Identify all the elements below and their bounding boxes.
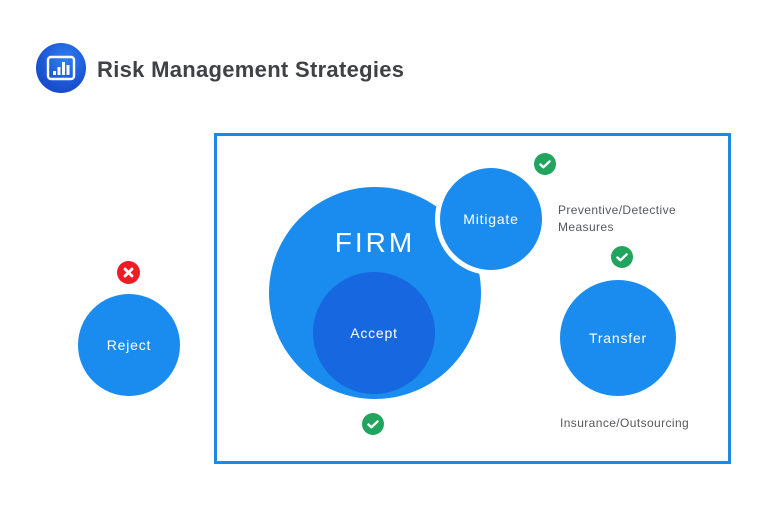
- mitigate-circle: Mitigate: [440, 168, 542, 270]
- accept-circle: Accept: [313, 272, 435, 394]
- reject-label: Reject: [106, 337, 152, 353]
- mitigate-note-line2: Measures: [558, 220, 614, 234]
- mitigate-note-line1: Preventive/Detective: [558, 203, 677, 217]
- page-title: Risk Management Strategies: [97, 57, 405, 82]
- app-logo: [36, 43, 86, 93]
- accept-check-icon: [362, 413, 384, 435]
- firm-label: FIRM: [334, 227, 416, 258]
- mitigate-label: Mitigate: [463, 211, 519, 227]
- transfer-note: Insurance/Outsourcing: [560, 416, 690, 430]
- reject-circle: Reject: [78, 294, 180, 396]
- bar-chart-icon: [46, 55, 76, 81]
- transfer-check-icon: [611, 246, 633, 268]
- transfer-label: Transfer: [588, 330, 647, 346]
- accept-label: Accept: [350, 325, 398, 341]
- transfer-circle: Transfer: [560, 280, 676, 396]
- reject-cross-icon: [117, 261, 140, 284]
- mitigate-note: Preventive/Detective Measures: [558, 202, 718, 236]
- mitigate-check-icon: [534, 153, 556, 175]
